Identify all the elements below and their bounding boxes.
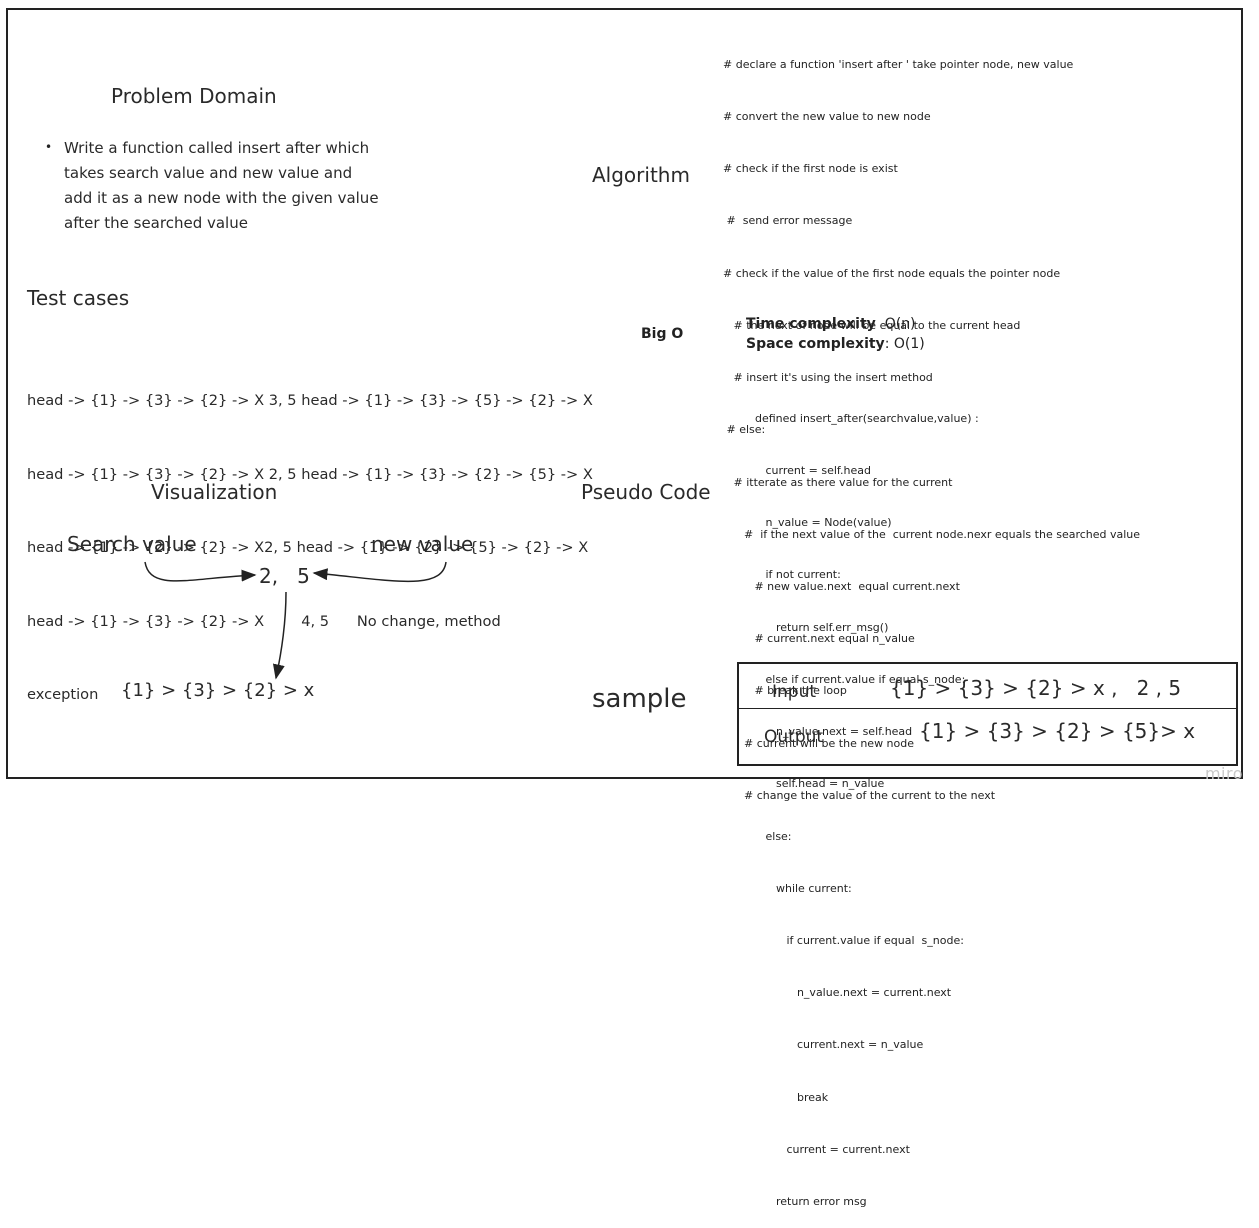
test-case-line: head -> {1} -> {3} -> {2} -> X 3, 5 head… <box>27 392 593 409</box>
miro-watermark: miro <box>1204 764 1243 783</box>
big-o-title: Big O <box>641 326 684 342</box>
test-case-line: exception <box>27 686 99 703</box>
algorithm-line: # send error message <box>723 214 853 228</box>
sample-divider <box>739 708 1236 709</box>
pseudo-line: n_value.next = self.head <box>755 725 913 739</box>
algorithm-line: # convert the new value to new node <box>723 110 931 124</box>
new-value-label: new value <box>371 532 474 556</box>
algorithm-line: # current.next equal n_value <box>723 632 915 646</box>
algorithm-line: # check if the value of the first node e… <box>723 266 1061 280</box>
visualization-title: Visualization <box>151 480 278 504</box>
pseudo-line: break <box>755 1090 829 1104</box>
test-case-line: head -> {1} -> {3} -> {2} -> X 2, 5 head… <box>27 465 593 483</box>
time-complexity-value: O(n) <box>884 316 916 332</box>
pseudo-line: return error msg <box>755 1195 867 1209</box>
pseudo-line: if not current: <box>755 568 841 582</box>
pair-values: 2, 5 <box>259 564 310 588</box>
algorithm-line: # else: <box>723 423 766 437</box>
pseudo-line: current.next = n_value <box>755 1038 924 1052</box>
space-complexity-label: Space complexity <box>746 336 885 352</box>
search-arrow <box>144 561 257 582</box>
problem-line: Write a function called insert after whi… <box>64 139 370 157</box>
pseudo-line: n_value = Node(value) <box>755 516 892 530</box>
visualization-result: {1} > {3} > {2} > x <box>121 680 315 701</box>
sample-output-value: {1} > {3} > {2} > {5}> x <box>919 719 1196 743</box>
result-arrow <box>272 591 287 680</box>
pseudo-line: else if current.value if equal s_node: <box>755 672 966 686</box>
new-value-arrow <box>312 561 447 583</box>
algorithm-steps: # declare a function 'insert after ' tak… <box>723 21 1140 822</box>
sample-title: sample <box>592 684 687 714</box>
pseudo-line: return self.err_msg() <box>755 620 889 634</box>
test-cases-list: head -> {1} -> {3} -> {2} -> X 3, 5 head… <box>27 340 593 732</box>
pseudo-line: self.head = n_value <box>755 777 885 791</box>
sample-output-label: Output <box>764 727 824 747</box>
pseudo-line: n_value.next = current.next <box>755 986 952 1000</box>
problem-domain-title: Problem Domain <box>111 84 277 108</box>
search-value-label: Search value <box>67 532 197 556</box>
pseudo-line: if current.value if equal s_node: <box>755 934 964 947</box>
visualization-arrows <box>144 561 447 680</box>
test-cases-title: Test cases <box>27 286 130 310</box>
time-complexity-label: Time complexity <box>746 316 876 332</box>
pseudo-line: defined insert_after(searchvalue,value) … <box>755 411 979 425</box>
board-frame <box>6 8 1243 779</box>
algorithm-line: # insert it's using the insert method <box>723 371 933 385</box>
space-complexity-value: : O(1) <box>884 336 925 352</box>
algorithm-line: # break the loop <box>723 684 847 698</box>
pseudo-line: else: <box>755 829 792 843</box>
algorithm-line: # check if the first node is exist <box>723 162 898 176</box>
complexity-block: Time complexity O(n) Space complexity: O… <box>746 314 925 354</box>
algorithm-line: # current will be the new node <box>723 736 915 750</box>
algorithm-line: # new value.next equal current.next <box>723 580 960 593</box>
pseudo-line: current = current.next <box>755 1142 910 1156</box>
test-case-line: head -> {1} -> {2} -> {2} -> X2, 5 head … <box>27 539 589 556</box>
pseudo-line: current = self.head <box>755 464 871 478</box>
algorithm-line: # declare a function 'insert after ' tak… <box>723 57 1074 71</box>
algorithm-line: # if the next value of the current node.… <box>723 527 1141 541</box>
bullet-icon: • <box>45 140 53 154</box>
algorithm-line: # the next of node will be equal to the … <box>723 318 1021 332</box>
problem-domain-text: Write a function called insert after whi… <box>64 136 379 236</box>
problem-line: after the searched value <box>64 214 248 232</box>
pseudo-line: while current: <box>755 881 852 895</box>
sample-input-label: Input <box>772 682 817 702</box>
algorithm-title: Algorithm <box>592 163 690 187</box>
sample-input-value: {1} > {3} > {2} > x , 2 , 5 <box>890 676 1182 700</box>
problem-line: add it as a new node with the given valu… <box>64 189 379 207</box>
algorithm-line: # itterate as there value for the curren… <box>723 475 953 489</box>
pseudo-code-block: defined insert_after(searchvalue,value) … <box>755 375 979 1228</box>
problem-line: takes search value and new value and <box>64 164 353 182</box>
test-case-line: head -> {1} -> {3} -> {2} -> X 4, 5 No c… <box>27 612 501 630</box>
sample-table: Input {1} > {3} > {2} > x , 2 , 5 Output… <box>737 662 1238 766</box>
pseudo-code-title: Pseudo Code <box>581 480 711 504</box>
